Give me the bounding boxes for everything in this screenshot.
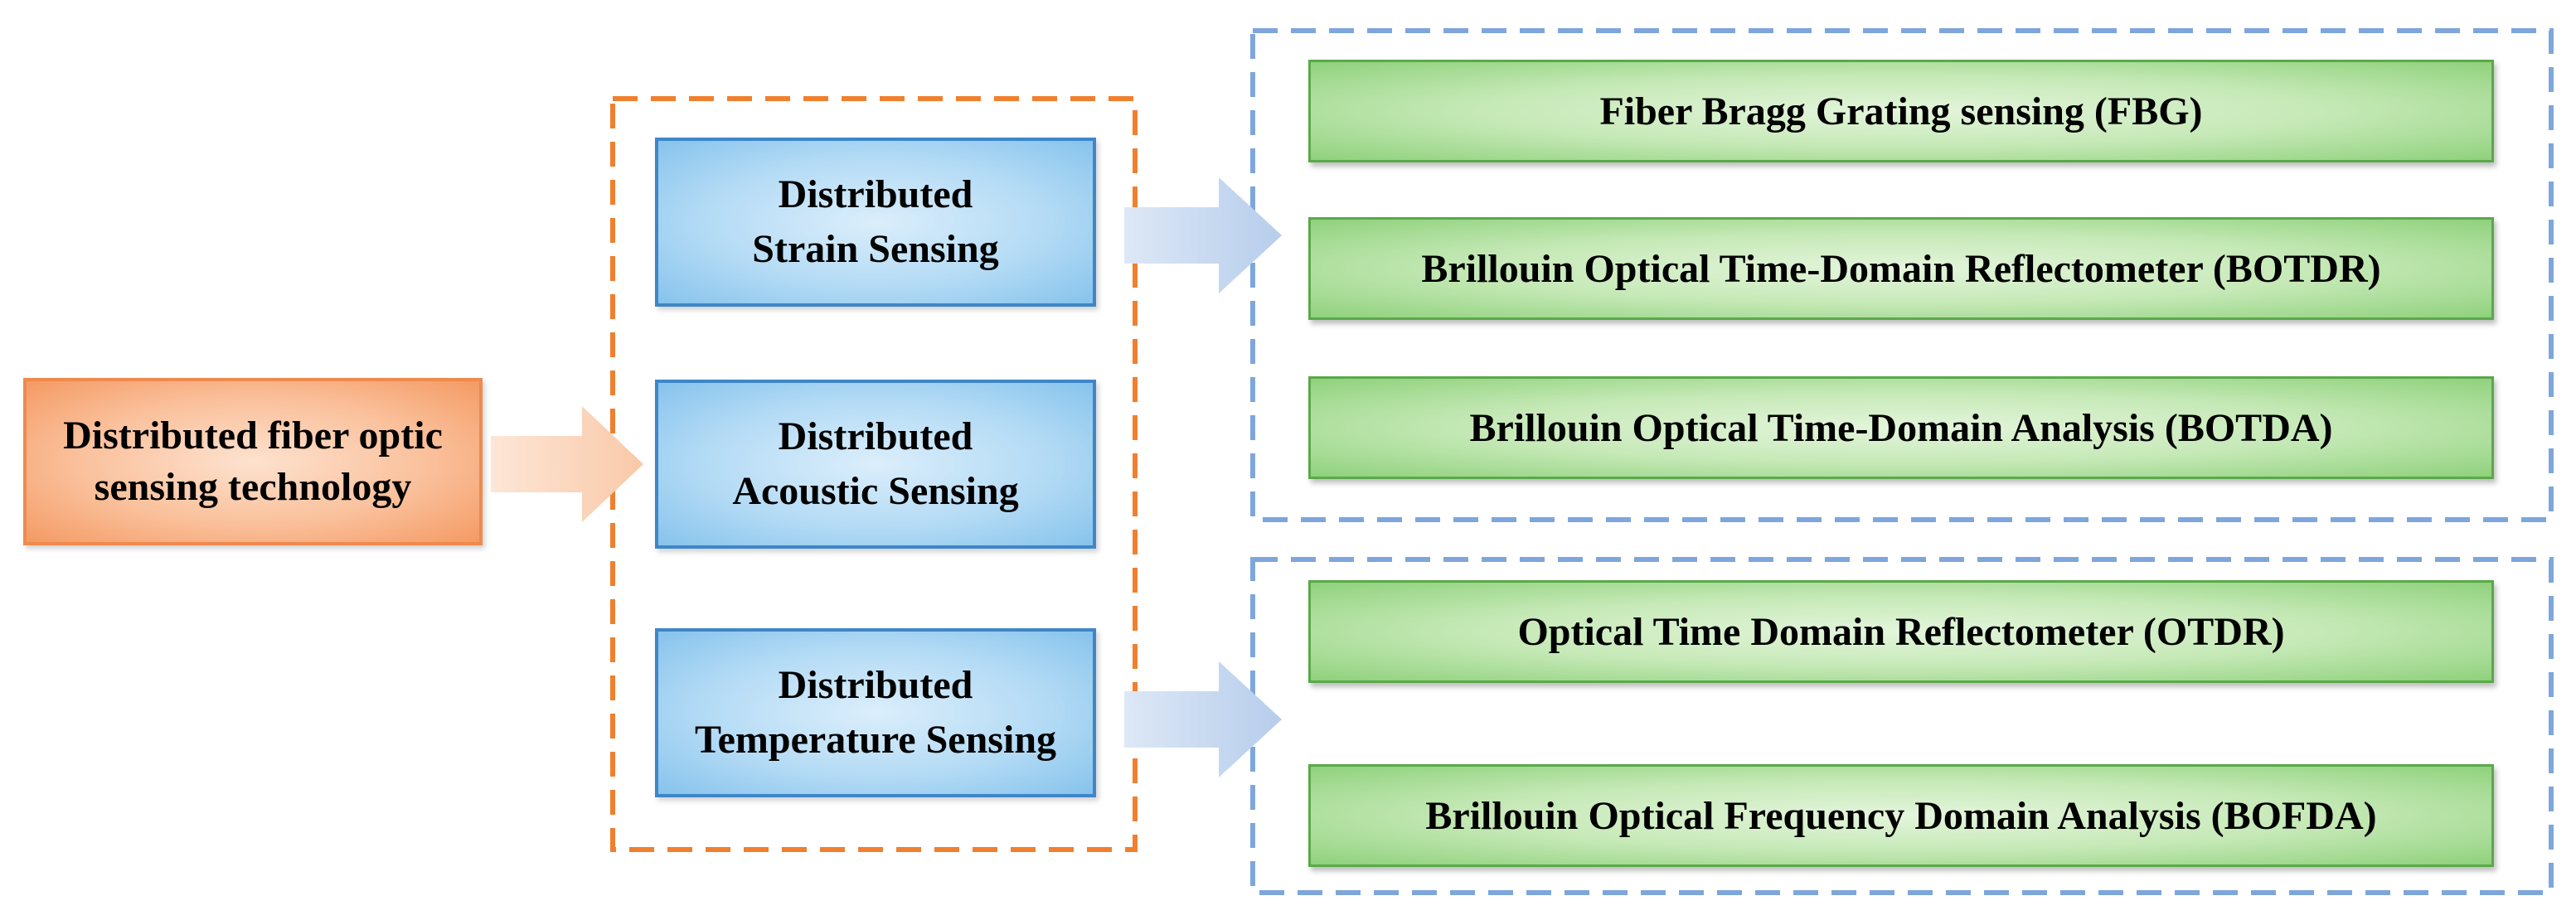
temperature-sensing-line1: Distributed <box>778 663 973 707</box>
root-to-categories-arrow <box>491 406 643 522</box>
strain-sensing-node: Distributed Strain Sensing <box>655 138 1096 307</box>
fbg-method-label: Fiber Bragg Grating sensing (FBG) <box>1599 89 2203 133</box>
acoustic-sensing-line1: Distributed <box>778 414 973 458</box>
acoustic-sensing-node: Distributed Acoustic Sensing <box>655 380 1096 549</box>
botda-method-label: Brillouin Optical Time-Domain Analysis (… <box>1469 405 2333 450</box>
strain-sensing-line2: Strain Sensing <box>752 227 999 271</box>
fbg-method-node: Fiber Bragg Grating sensing (FBG) <box>1308 60 2494 162</box>
temperature-to-methods-arrow <box>1124 661 1282 777</box>
root-node-line1: Distributed fiber optic <box>63 414 443 458</box>
bofda-method-label: Brillouin Optical Frequency Domain Analy… <box>1425 793 2377 838</box>
acoustic-sensing-line2: Acoustic Sensing <box>732 469 1019 513</box>
bofda-method-node: Brillouin Optical Frequency Domain Analy… <box>1308 764 2494 867</box>
strain-methods-group-frame <box>1250 28 2554 522</box>
temperature-sensing-node: Distributed Temperature Sensing <box>655 628 1096 797</box>
temperature-sensing-line2: Temperature Sensing <box>694 718 1057 762</box>
root-node-line2: sensing technology <box>94 465 412 509</box>
root-node: Distributed fiber optic sensing technolo… <box>23 378 483 545</box>
strain-sensing-line1: Distributed <box>778 172 973 216</box>
category-group-frame <box>610 96 1138 852</box>
otdr-method-label: Optical Time Domain Reflectometer (OTDR) <box>1517 609 2285 654</box>
botda-method-node: Brillouin Optical Time-Domain Analysis (… <box>1308 376 2494 479</box>
strain-to-methods-arrow <box>1124 177 1282 293</box>
otdr-method-node: Optical Time Domain Reflectometer (OTDR) <box>1308 580 2494 683</box>
botdr-method-label: Brillouin Optical Time-Domain Reflectome… <box>1421 246 2381 291</box>
botdr-method-node: Brillouin Optical Time-Domain Reflectome… <box>1308 217 2494 320</box>
